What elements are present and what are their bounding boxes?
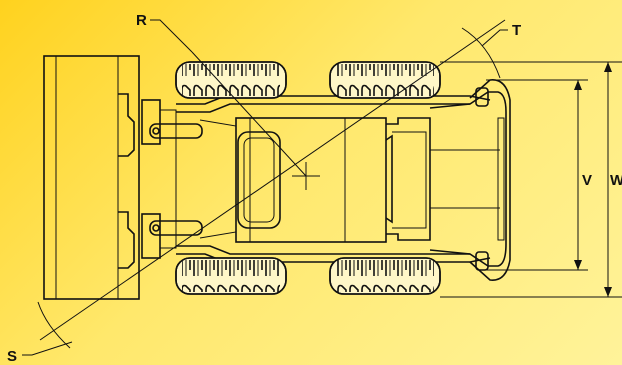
label-r: R [136,12,147,29]
width-dimension-lines [440,61,622,298]
loader-arms [176,95,491,263]
leader-lines [22,19,508,356]
tire-rear-right [329,257,441,295]
label-v: V [582,172,592,189]
tire-rear-left [329,61,441,99]
label-s: S [7,348,17,365]
label-t: T [512,22,521,39]
bucket [43,55,140,300]
tire-front-right [175,257,287,295]
tire-front-left [175,61,287,99]
machine-body [235,117,431,243]
label-w: W [610,172,622,189]
engine-cover [429,79,511,281]
attach-mounts [141,99,203,259]
